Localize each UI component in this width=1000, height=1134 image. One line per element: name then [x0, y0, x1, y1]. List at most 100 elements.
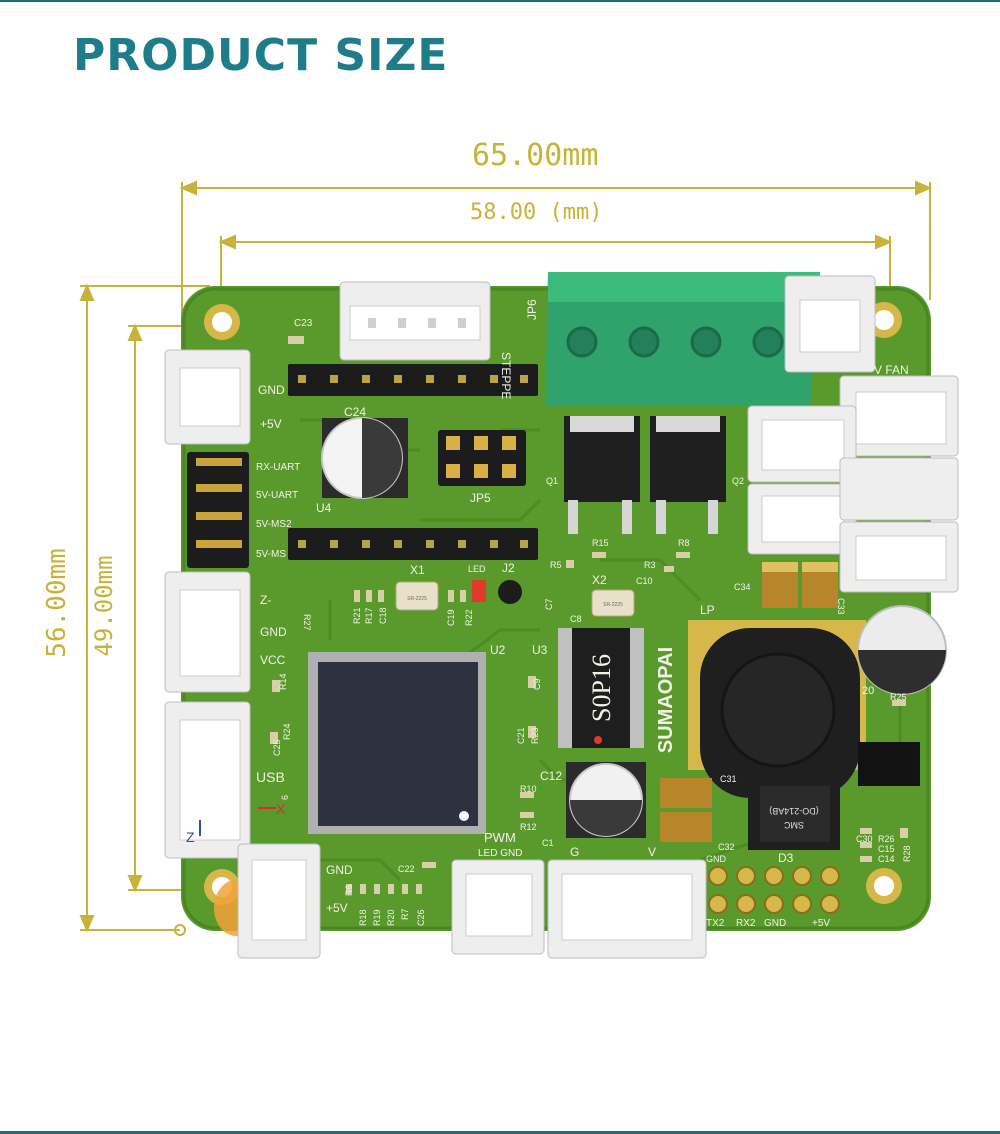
silk-gnd-header: GND: [764, 918, 786, 929]
silk-r7: R7: [400, 908, 410, 920]
silk-tx2: TX2: [706, 918, 725, 929]
silk-gnd-bottom: GND: [706, 854, 727, 864]
bottom-rule: [0, 1131, 1000, 1134]
silk-rx-uart: RX-UART: [256, 462, 300, 473]
silk-led-gnd: LED GND: [478, 848, 522, 859]
dimension-lines: [79, 180, 933, 933]
silk-c22: C22: [398, 864, 415, 874]
silk-gnd-left: GND: [258, 383, 285, 397]
silk-r28: R28: [902, 845, 912, 862]
silk-5v-ms2: 5V-MS2: [256, 519, 292, 530]
silk-r18: R18: [358, 909, 368, 926]
silk-c30: C30: [856, 834, 873, 844]
silk-pwm: PWM: [484, 830, 516, 845]
silk-6: 6: [280, 795, 290, 800]
silk-r3: R3: [644, 560, 656, 570]
silk-r24: R24: [282, 723, 292, 740]
stepper-connector: [339, 281, 491, 361]
silk-c7: C7: [544, 598, 554, 610]
silk-c18: C18: [378, 607, 388, 624]
top-rule: [0, 0, 1000, 2]
silk-c1: C1: [542, 838, 554, 848]
silk-r20: R20: [386, 909, 396, 926]
mounting-holes: [204, 302, 902, 905]
silkscreen-labels: GND +5V RX-UART 5V-UART 5V-MS2 5V-MS Z- …: [186, 299, 912, 929]
pin-headers: [288, 364, 538, 560]
overall-width-label: 65.00mm: [472, 138, 599, 173]
mount-width-label: 58.00 (mm): [470, 200, 603, 225]
silk-r17: R17: [364, 607, 374, 624]
silk-q2: Q2: [732, 476, 744, 486]
silk-r25: R25: [890, 692, 907, 702]
silk-u4: U4: [316, 501, 332, 515]
silk-z-minus: Z-: [260, 593, 271, 607]
silk-u2: U2: [490, 643, 506, 657]
silk-c33: C33: [836, 598, 846, 615]
silk-q1: Q1: [546, 476, 558, 486]
left-connectors: [164, 349, 251, 859]
silk-c26: C26: [416, 909, 426, 926]
page-title: PRODUCT SIZE: [73, 30, 449, 81]
silk-c10: C10: [636, 576, 653, 586]
silk-5v-header: +5V: [812, 918, 830, 929]
silk-c19: C19: [446, 609, 456, 626]
crystal-x2-mark: SR-2225: [603, 602, 623, 608]
silk-c15: C15: [878, 844, 895, 854]
silk-r14: R14: [278, 673, 288, 690]
silk-jp6: JP6: [525, 299, 539, 320]
diode-smc-label: SMC: [784, 820, 805, 830]
axis-z-label: Z: [186, 829, 195, 845]
silk-c12: C12: [540, 769, 562, 783]
silk-led: LED: [468, 564, 486, 574]
silk-r12: R12: [520, 822, 537, 832]
fan-connectors: [747, 375, 959, 593]
silk-r8: R8: [678, 538, 690, 548]
silk-r15: R15: [592, 538, 609, 548]
axis-x-label: X: [276, 801, 286, 817]
silk-x1: X1: [410, 563, 425, 577]
silk-gnd-lower-left: GND: [326, 863, 353, 877]
silk-lp: LP: [700, 603, 715, 617]
silk-c25: C25: [272, 739, 282, 756]
silk-r19: R19: [372, 909, 382, 926]
mcu-chip: [308, 652, 486, 834]
silk-vcc: VCC: [260, 653, 286, 667]
silk-r21: R21: [352, 607, 362, 624]
silk-usb: USB: [256, 769, 285, 785]
silk-r6: R6: [344, 884, 354, 896]
bottom-connectors: [237, 843, 707, 959]
silk-fan: V FAN: [874, 363, 909, 377]
power-terminal-block: [545, 272, 820, 405]
crystal-x1-mark: SR-2225: [407, 596, 427, 602]
silk-c24: C24: [344, 405, 366, 419]
silk-c21: C21: [516, 727, 526, 744]
silk-g: G: [570, 845, 579, 859]
sop16-label: S0P16: [587, 654, 616, 722]
brand-label: SUMAOPAI: [655, 647, 677, 753]
diode-package-label: (DO-214AB): [769, 806, 819, 816]
silk-r10: R10: [520, 784, 537, 794]
silk-c31: C31: [720, 774, 737, 784]
silk-c9: C9: [532, 678, 542, 690]
silk-u3: U3: [532, 643, 548, 657]
silk-d3: D3: [778, 851, 794, 865]
silk-stepper: STEPPE: [499, 352, 513, 399]
silk-j2: J2: [502, 561, 515, 575]
silk-5v-ms: 5V-MS: [256, 549, 286, 560]
silk-gnd-mid: GND: [260, 625, 287, 639]
mosfets: [564, 416, 726, 534]
silk-c32: C32: [718, 842, 735, 852]
silk-r26: R26: [878, 834, 895, 844]
silk-c34: C34: [734, 582, 751, 592]
silk-c14: C14: [878, 854, 895, 864]
silk-20: 20: [862, 685, 874, 697]
silk-c8: C8: [570, 614, 582, 624]
silk-jp5: JP5: [470, 491, 491, 505]
silk-v: V: [648, 845, 656, 859]
silk-5v-uart: 5V-UART: [256, 490, 298, 501]
silk-rx2: RX2: [736, 918, 756, 929]
silk-r22: R22: [464, 609, 474, 626]
silk-c23: C23: [294, 318, 313, 329]
silk-r5: R5: [550, 560, 562, 570]
